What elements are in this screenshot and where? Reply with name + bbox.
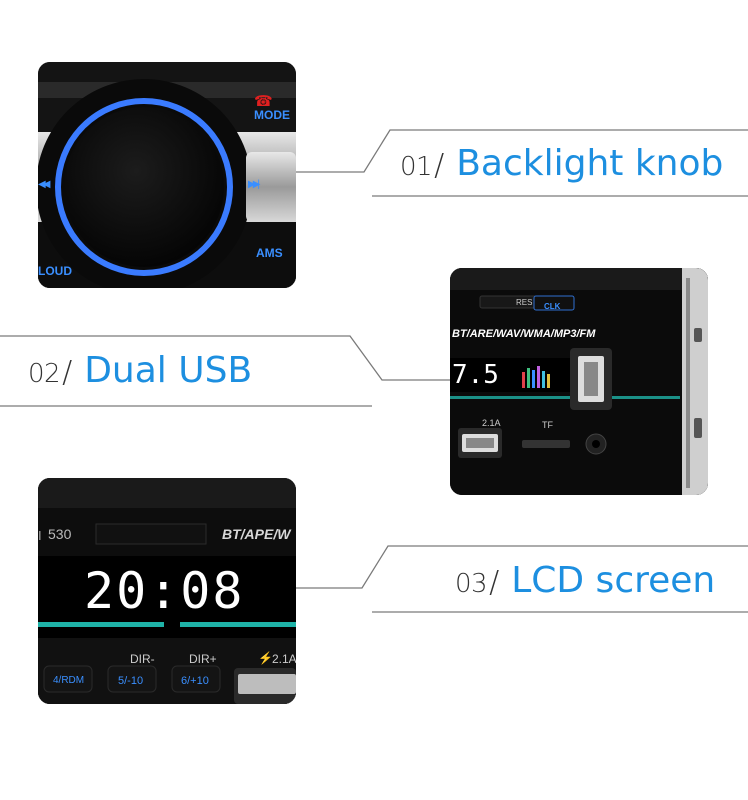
tf-label: TF bbox=[542, 420, 553, 430]
btn-5: 5/-10 bbox=[118, 675, 144, 687]
feature-number: 03 bbox=[455, 569, 488, 599]
backlight-ring bbox=[55, 98, 233, 276]
feature-label-backlight-knob: 01 / Backlight knob bbox=[400, 143, 724, 184]
knob-photo: ☎ MODE ◀◀ ▶▶| AMS LOUD bbox=[38, 62, 296, 288]
next-track-icon: ▶▶| bbox=[248, 179, 260, 190]
formats-label: BT/APE/W bbox=[222, 526, 291, 542]
equalizer-bars bbox=[522, 366, 550, 388]
lcd-teal-strip bbox=[38, 622, 296, 627]
btn-6: 6/+10 bbox=[181, 675, 209, 687]
feature-number: 01 bbox=[400, 152, 433, 182]
clk-label: CLK bbox=[544, 302, 561, 311]
dir-plus-label: DIR+ bbox=[189, 652, 217, 666]
phone-hangup-icon: ☎ bbox=[254, 93, 273, 110]
btn-4-rdm: 4/RDM bbox=[53, 675, 85, 686]
feature-number: 02 bbox=[28, 359, 61, 389]
usb-illustration bbox=[450, 268, 708, 495]
usb-current-label: 2.1A bbox=[482, 418, 501, 428]
feature-label-lcd-screen: 03 / LCD screen bbox=[455, 560, 716, 601]
previous-track-icon: ◀◀ bbox=[38, 179, 51, 190]
feature-title: LCD screen bbox=[511, 560, 716, 601]
mode-label: MODE bbox=[254, 108, 290, 122]
charge-label: 2.1A bbox=[272, 652, 296, 666]
feature-title: Dual USB bbox=[84, 350, 253, 391]
model-label: 530 bbox=[48, 526, 72, 542]
lightning-icon: ⚡ bbox=[258, 651, 273, 665]
feature-title: Backlight knob bbox=[456, 143, 724, 184]
res-label: RES bbox=[516, 298, 533, 307]
lcd-illustration bbox=[38, 478, 296, 704]
loud-label: LOUD bbox=[38, 264, 72, 278]
lcd-photo: I 530 BT/APE/W 20:08 DIR- DIR+ ⚡ 2.1A 4/… bbox=[38, 478, 296, 704]
lcd-frequency: 7.5 bbox=[452, 360, 499, 390]
lcd-clock: 20:08 bbox=[84, 562, 245, 620]
knob-illustration bbox=[38, 62, 296, 288]
dir-minus-label: DIR- bbox=[130, 652, 155, 666]
feature-label-dual-usb: 02 / Dual USB bbox=[28, 350, 253, 391]
usb-photo: RES CLK BT/ARE/WAV/WMA/MP3/FM 7.5 2.1A T… bbox=[450, 268, 708, 495]
ams-label: AMS bbox=[256, 246, 283, 260]
formats-label: BT/ARE/WAV/WMA/MP3/FM bbox=[452, 328, 596, 340]
